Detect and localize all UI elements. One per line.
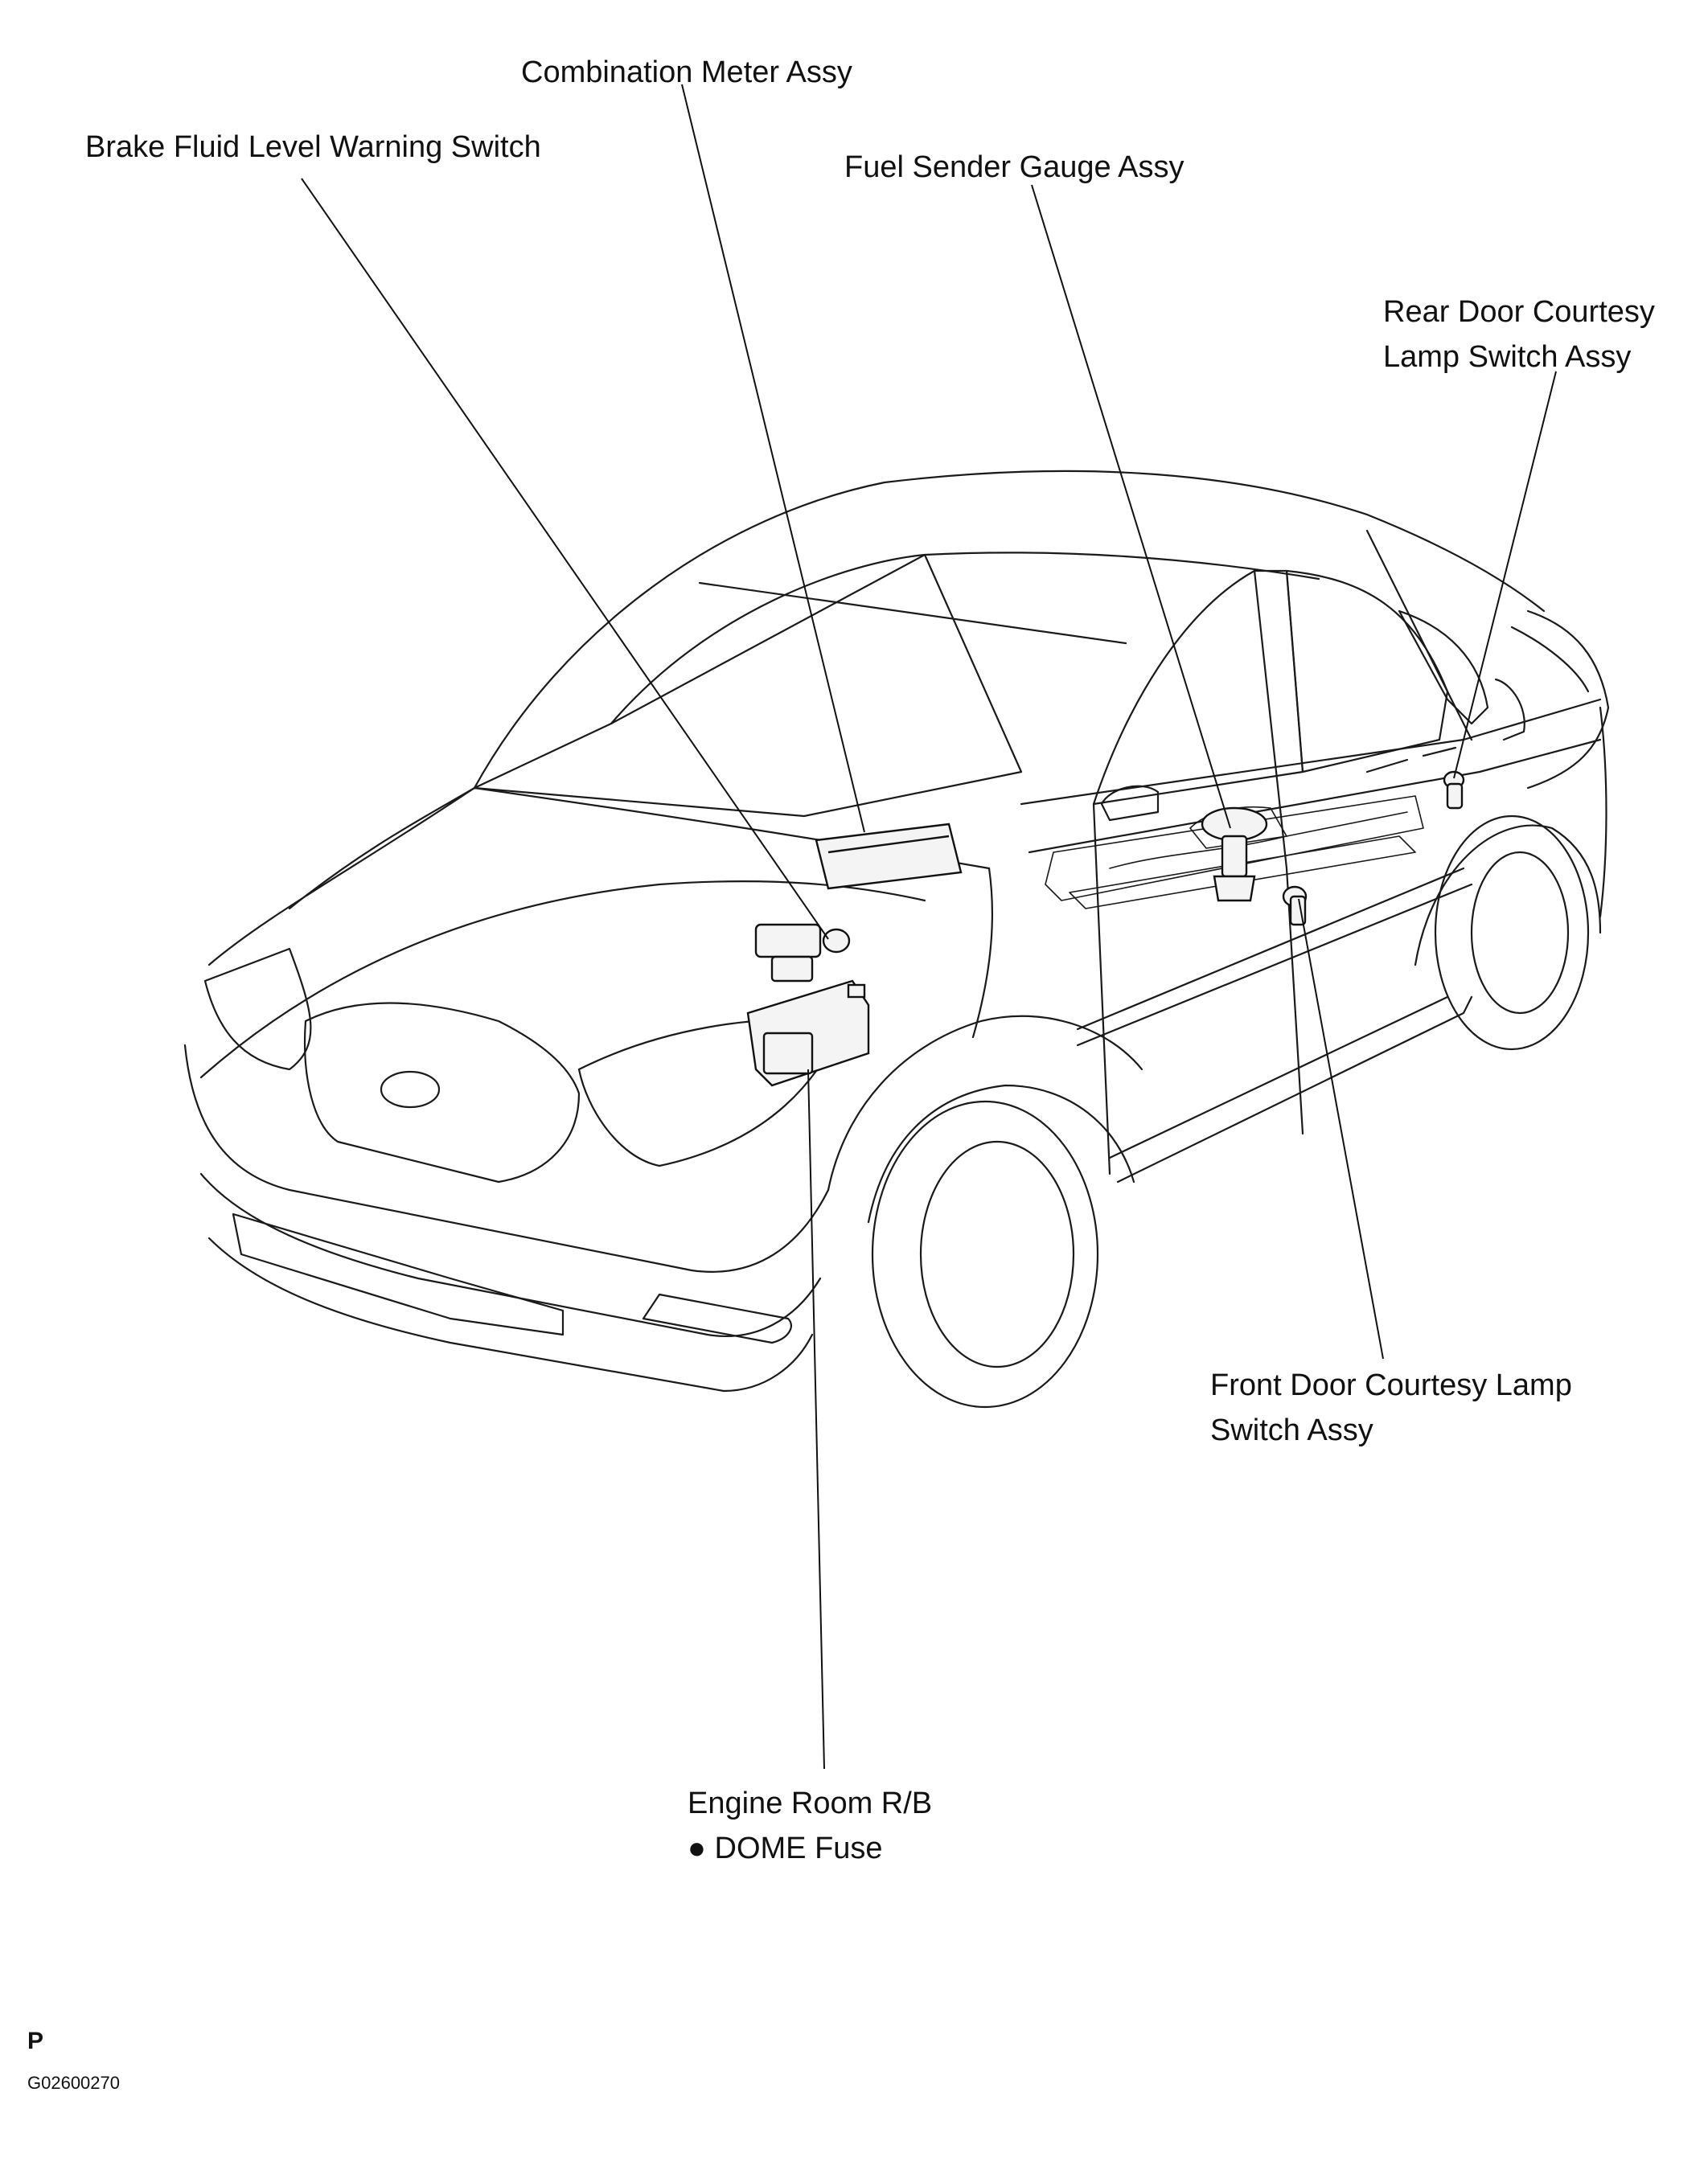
rocker-panel (1116, 995, 1473, 1184)
hood-front-panel (207, 786, 476, 966)
leader-engine-room (807, 1069, 825, 1770)
label-rear-door-switch: Rear Door Courtesy Lamp Switch Assy (1383, 289, 1655, 379)
quarter-window (1398, 609, 1489, 725)
front-fender (827, 1015, 1143, 1192)
label-fuel-sender-gauge: Fuel Sender Gauge Assy (844, 145, 1184, 190)
hood-side (971, 867, 994, 1039)
front-wheel-arch (867, 1084, 1135, 1224)
car-body-outline (183, 470, 1610, 1409)
front-rim (919, 1140, 1075, 1368)
fog-lamp (642, 1293, 792, 1344)
side-molding (1076, 867, 1465, 1031)
side-mirror (1100, 785, 1160, 822)
front-door-rear-edge (1092, 802, 1111, 1175)
leader-combination-meter (681, 84, 865, 833)
page-mark: P (27, 2028, 44, 2054)
rear-deck (1526, 609, 1610, 790)
label-front-door-switch: Front Door Courtesy Lamp Switch Assy (1210, 1363, 1572, 1453)
door-bottom (1108, 995, 1449, 1159)
rear-door-switch-part (1443, 770, 1465, 810)
rear-side-window (1285, 569, 1449, 773)
lower-intake (232, 1212, 565, 1336)
beltline-lower (1028, 738, 1602, 854)
rear-wheel-arch (1414, 824, 1602, 966)
leader-lines (301, 84, 1557, 1770)
brake-fluid-switch-part (754, 923, 851, 983)
leader-fuel-sender (1031, 184, 1231, 829)
left-headlight (203, 947, 312, 1071)
leader-brake-fluid (301, 178, 829, 940)
engine-room-relay-block (746, 979, 870, 1087)
label-front-door-switch-line1: Front Door Courtesy Lamp (1210, 1368, 1572, 1402)
label-engine-room-line1: Engine Room R/B (688, 1787, 933, 1820)
rear-deck-top (1510, 626, 1590, 693)
front-door-handle (1365, 758, 1409, 773)
front-bumper-top (183, 1044, 830, 1273)
windshield-top-edge (698, 581, 1127, 645)
c-pillar (1365, 529, 1473, 741)
label-engine-room-line2: ● DOME Fuse (688, 1832, 883, 1865)
rear-lamp (1494, 678, 1525, 741)
grille-emblem (380, 1070, 441, 1109)
label-combination-meter-text: Combination Meter Assy (521, 55, 852, 89)
front-bumper-lower (207, 1237, 814, 1393)
rear-rim (1470, 851, 1570, 1015)
rear-door-handle (1422, 746, 1457, 757)
windshield (473, 553, 1023, 818)
side-molding-lower (1076, 883, 1473, 1047)
floor-rail (1069, 835, 1416, 909)
beltline (1020, 698, 1602, 806)
front-bumper-mid (199, 1172, 822, 1337)
grille-outline (303, 1002, 581, 1184)
label-rear-door-switch-line2: Lamp Switch Assy (1383, 340, 1632, 374)
front-side-window (1092, 569, 1304, 806)
rear-tire (1434, 814, 1590, 1051)
label-brake-fluid-switch: Brake Fluid Level Warning Switch (85, 125, 541, 170)
combination-meter-part (815, 823, 963, 890)
label-rear-door-switch-line1: Rear Door Courtesy (1383, 295, 1655, 329)
hood-center-crease (288, 786, 476, 910)
roof-outline (473, 470, 1546, 790)
label-combination-meter: Combination Meter Assy (521, 50, 852, 95)
leader-front-door (1298, 898, 1384, 1360)
label-front-door-switch-line2: Switch Assy (1210, 1413, 1373, 1447)
floor-pan (1045, 795, 1424, 901)
fuel-sender-gauge-part (1201, 806, 1268, 902)
figure-code: G02600270 (27, 2073, 120, 2093)
label-fuel-sender-gauge-text: Fuel Sender Gauge Assy (844, 150, 1185, 184)
rear-bumper (1599, 706, 1607, 918)
label-engine-room-rb: Engine Room R/B ● DOME Fuse (688, 1781, 932, 1871)
b-pillar (1253, 569, 1304, 1135)
front-tire (871, 1100, 1099, 1409)
interior-floor (1045, 795, 1424, 909)
label-brake-fluid-switch-text: Brake Fluid Level Warning Switch (85, 130, 541, 164)
right-headlight (577, 1018, 846, 1167)
roof-inner-line (610, 552, 1320, 725)
leader-rear-door (1453, 371, 1557, 779)
